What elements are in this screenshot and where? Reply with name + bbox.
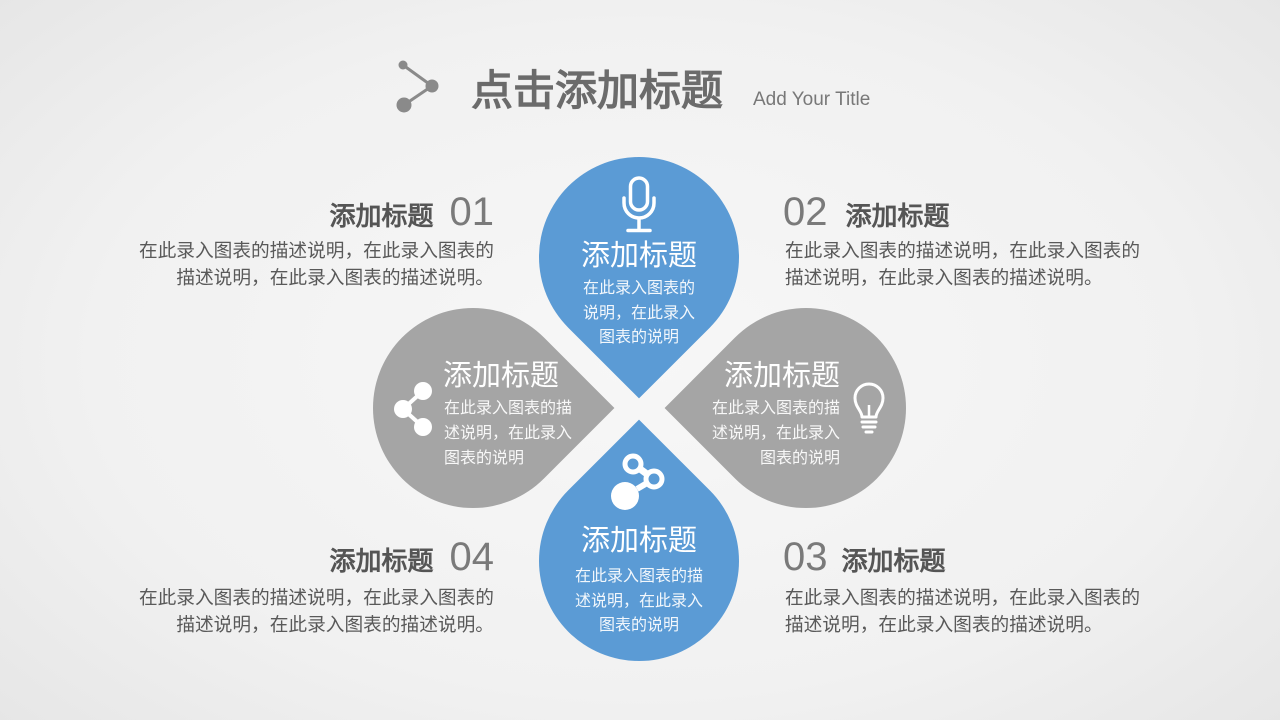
item-01-desc-line: 描述说明，在此录入图表的描述说明。: [176, 266, 494, 288]
petal-left-desc: 在此录入图表的描 述说明，在此录入 图表的说明: [444, 396, 572, 471]
item-03-desc-line: 描述说明，在此录入图表的描述说明。: [785, 613, 1103, 635]
item-03-desc-line: 在此录入图表的描述说明，在此录入图表的: [785, 586, 1141, 608]
item-04-number: 04: [449, 535, 495, 579]
share-icon: [394, 382, 432, 436]
petal-left-title: 添加标题: [443, 360, 560, 392]
petal-bottom-title: 添加标题: [580, 525, 697, 557]
petal-left-desc-line: 在此录入图表的描: [444, 400, 573, 417]
item-02-desc-line: 描述说明，在此录入图表的描述说明。: [785, 266, 1103, 288]
petal-top-title: 添加标题: [580, 240, 697, 272]
item-02-desc: 在此录入图表的描述说明，在此录入图表的 描述说明，在此录入图表的描述说明。: [785, 237, 1140, 291]
petal-right-desc-line: 述说明，在此录入: [711, 425, 840, 442]
item-03-number: 03: [783, 535, 828, 579]
connected-nodes-icon: [396, 60, 439, 113]
item-03-desc: 在此录入图表的描述说明，在此录入图表的 描述说明，在此录入图表的描述说明。: [785, 584, 1140, 638]
petal-bottom-desc: 在此录入图表的描 述说明，在此录入 图表的说明: [539, 565, 739, 639]
petal-top-desc: 在此录入图表的 说明，在此录入 图表的说明: [539, 277, 739, 351]
item-04-heading: 添加标题 04: [329, 535, 494, 579]
item-01-number: 01: [449, 190, 495, 234]
petal-right-desc: 在此录入图表的描 述说明，在此录入 图表的说明: [640, 396, 840, 471]
item-01-heading: 添加标题 01: [329, 190, 494, 234]
petal-bottom-desc-line: 在此录入图表的描: [574, 568, 703, 585]
item-02-heading: 02 添加标题: [783, 190, 950, 234]
page-title: 点击添加标题: [471, 67, 724, 114]
item-04-desc: 在此录入图表的描述说明，在此录入图表的 描述说明，在此录入图表的描述说明。: [139, 584, 494, 638]
item-02-number: 02: [783, 190, 828, 234]
item-04-desc-line: 描述说明，在此录入图表的描述说明。: [176, 613, 494, 635]
item-03-title: 添加标题: [841, 546, 946, 576]
petal-bottom-desc-line: 述说明，在此录入: [574, 592, 703, 610]
item-04-title: 添加标题: [329, 546, 434, 576]
lightbulb-icon: [853, 382, 885, 434]
item-01-desc-line: 在此录入图表的描述说明，在此录入图表的: [138, 239, 494, 261]
petal-right-desc-line: 图表的说明: [759, 450, 840, 467]
petal-right-desc-line: 在此录入图表的描: [711, 400, 840, 417]
page-subtitle: Add Your Title: [753, 89, 871, 110]
petal-top-desc-line: 图表的说明: [598, 329, 679, 346]
microphone-icon: [622, 176, 656, 233]
petal-top-desc-line: 说明，在此录入: [582, 304, 695, 322]
item-03-heading: 03 添加标题: [783, 535, 946, 579]
molecule-icon: [611, 453, 665, 510]
petal-left-desc-line: 述说明，在此录入: [444, 425, 573, 442]
item-02-desc-line: 在此录入图表的描述说明，在此录入图表的: [785, 239, 1141, 261]
item-04-desc-line: 在此录入图表的描述说明，在此录入图表的: [138, 586, 494, 608]
item-01-desc: 在此录入图表的描述说明，在此录入图表的 描述说明，在此录入图表的描述说明。: [139, 237, 494, 291]
petal-left-desc-line: 图表的说明: [444, 450, 525, 467]
item-02-title: 添加标题: [845, 201, 950, 231]
petal-right-title: 添加标题: [723, 360, 840, 392]
petal-top-desc-line: 在此录入图表的: [582, 280, 695, 297]
petal-bottom-desc-line: 图表的说明: [598, 617, 679, 634]
item-01-title: 添加标题: [329, 201, 434, 231]
